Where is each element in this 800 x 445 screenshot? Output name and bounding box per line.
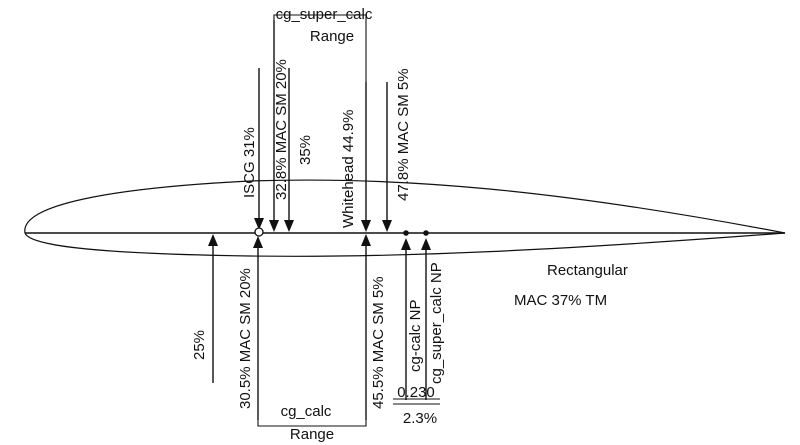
iscg-arrow-head bbox=[254, 218, 264, 230]
cg-calc-range-title: cg_calc bbox=[281, 403, 332, 420]
cg-calc-np-arrow-head bbox=[401, 238, 411, 250]
whitehead-arrow-head bbox=[361, 220, 371, 232]
pct-25-label: 25% bbox=[191, 330, 208, 360]
mac-sm-5-super-label: 47.8% MAC SM 5% bbox=[395, 68, 412, 201]
cg-super-calc-range-subtitle: Range bbox=[310, 28, 354, 45]
mac-sm-5-calc-label: 45.5% MAC SM 5% bbox=[370, 276, 387, 409]
pct-35-arrow-head bbox=[284, 220, 294, 232]
cg-calc-np-dot bbox=[403, 230, 409, 236]
whitehead-label: Whitehead 44.9% bbox=[340, 110, 357, 228]
cg-super-calc-range-bracket bbox=[273, 14, 367, 82]
mac-sm-20-super-arrow-head bbox=[269, 220, 279, 232]
mac-sm-5-calc-arrow-head bbox=[361, 234, 371, 246]
np-gap-pct-label: 2.3% bbox=[403, 410, 437, 427]
cg-calc-range-subtitle: Range bbox=[290, 426, 334, 443]
mac-sm-20-calc-label: 30.5% MAC SM 20% bbox=[237, 268, 254, 409]
mac-sm-20-calc-arrow-head bbox=[253, 236, 263, 248]
cg-super-calc-np-dot bbox=[423, 230, 429, 236]
np-gap-value-label: 0.230 bbox=[397, 384, 435, 401]
pct-25-arrow-head bbox=[208, 234, 218, 246]
mac-sm-5-super-arrow-head bbox=[382, 220, 392, 232]
cg-super-calc-np-label: cg_super_calc NP bbox=[428, 262, 445, 384]
iscg-marker-circle bbox=[254, 227, 264, 237]
mac-tm-label: MAC 37% TM bbox=[514, 292, 607, 309]
cg-super-calc-np-arrow-head bbox=[421, 238, 431, 250]
cg-calc-np-label: cg-calc NP bbox=[407, 299, 424, 372]
cg-calc-range-bracket bbox=[257, 420, 367, 427]
iscg-label: ISCG 31% bbox=[241, 127, 258, 198]
rectangular-label: Rectangular bbox=[547, 262, 628, 279]
mac-sm-20-super-label: 32.8% MAC SM 20% bbox=[273, 59, 290, 200]
pct-35-label: 35% bbox=[297, 135, 314, 165]
